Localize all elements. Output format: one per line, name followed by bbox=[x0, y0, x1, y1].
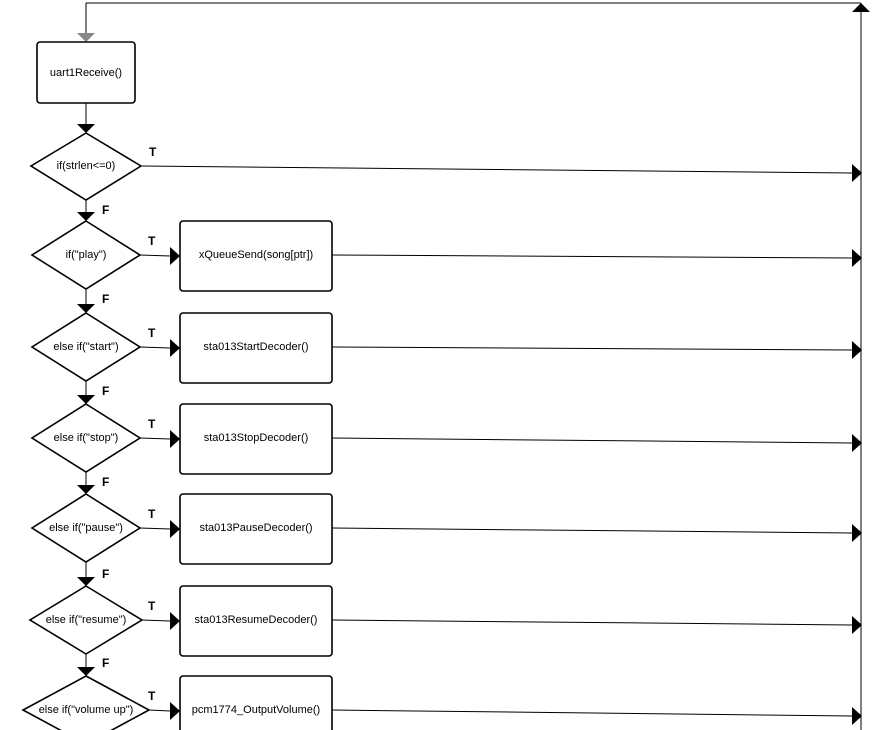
action-play-return-line bbox=[331, 254, 853, 259]
decision-resume-false-label: F bbox=[102, 656, 109, 670]
decision-start-true-label: T bbox=[148, 326, 156, 340]
start-process-node: uart1Receive() bbox=[36, 41, 136, 104]
decision-pause-true-arrowhead bbox=[170, 520, 180, 538]
decision-volume-up-true-arrowhead bbox=[170, 702, 180, 720]
action-stop-box bbox=[179, 403, 333, 475]
decision-volume-up-true-line bbox=[148, 709, 171, 712]
decision-volume-up-true-label: T bbox=[148, 689, 156, 703]
decision-play-label: if("play") bbox=[66, 249, 107, 261]
branch-volume-up: else if("volume up") Tpcm1774_OutputVolum… bbox=[21, 675, 862, 730]
action-volume-up-box bbox=[179, 675, 333, 730]
action-start-return-line bbox=[331, 346, 853, 351]
decision-stop-false-label: F bbox=[102, 475, 109, 489]
decision-resume-true-arrowhead bbox=[170, 612, 180, 630]
decision-start-false-label: F bbox=[102, 384, 109, 398]
decision-resume-true-label: T bbox=[148, 599, 156, 613]
decision-play-false-arrowhead bbox=[77, 304, 95, 313]
action-stop-return-line bbox=[331, 437, 853, 444]
decision-start-false-arrowhead bbox=[77, 395, 95, 404]
return-bus-arrowhead bbox=[852, 3, 870, 12]
decision-stop-true-label: T bbox=[148, 417, 156, 431]
decision-play-true-label: T bbox=[148, 234, 156, 248]
decision-start-true-arrowhead bbox=[170, 339, 180, 357]
action-pause-label: sta013PauseDecoder() bbox=[199, 522, 312, 534]
strlen-decision-label: if(strlen<=0) bbox=[57, 160, 116, 172]
decision-pause-true-line bbox=[139, 527, 171, 530]
decision-resume-false-arrowhead bbox=[77, 667, 95, 676]
action-pause-box bbox=[179, 493, 333, 565]
action-resume-label: sta013ResumeDecoder() bbox=[195, 614, 318, 626]
action-volume-up-return-arrowhead bbox=[852, 707, 862, 725]
decision-volume-up-label: else if("volume up") bbox=[39, 704, 134, 716]
action-stop-return-arrowhead bbox=[852, 434, 862, 452]
action-play-return-arrowhead bbox=[852, 249, 862, 267]
decision-stop-label: else if("stop") bbox=[54, 432, 119, 444]
action-stop-label: sta013StopDecoder() bbox=[204, 432, 309, 444]
start-to-decision-arrowhead bbox=[77, 124, 95, 133]
action-play-label: xQueueSend(song[ptr]) bbox=[199, 249, 313, 261]
action-resume-return-line bbox=[331, 619, 853, 626]
action-volume-up-return-line bbox=[331, 709, 853, 717]
decision-pause-false-label: F bbox=[102, 567, 109, 581]
strlen-true-line bbox=[140, 165, 853, 174]
decision-resume-label: else if("resume") bbox=[46, 614, 127, 626]
action-volume-up-label: pcm1774_OutputVolume() bbox=[192, 704, 320, 716]
entry-arrowhead bbox=[77, 33, 95, 42]
decision-pause-false-arrowhead bbox=[77, 577, 95, 586]
action-resume-box bbox=[179, 585, 333, 657]
start-process-label: uart1Receive() bbox=[50, 67, 122, 79]
decision-play-true-arrowhead bbox=[170, 247, 180, 265]
action-resume-return-arrowhead bbox=[852, 616, 862, 634]
decision-pause-true-label: T bbox=[148, 507, 156, 521]
action-pause-return-line bbox=[331, 527, 853, 534]
action-pause-return-arrowhead bbox=[852, 524, 862, 542]
decision-volume-up-diamond bbox=[21, 675, 151, 730]
decision-play-true-line bbox=[139, 254, 171, 257]
decision-stop-false-arrowhead bbox=[77, 485, 95, 494]
decision-stop-true-arrowhead bbox=[170, 430, 180, 448]
strlen-decision-node: if(strlen<=0) bbox=[29, 132, 143, 201]
decision-start-label: else if("start") bbox=[53, 341, 118, 353]
action-start-return-arrowhead bbox=[852, 341, 862, 359]
strlen-true-label: T bbox=[149, 145, 157, 159]
decision-stop-true-line bbox=[139, 437, 171, 440]
decision-start-true-line bbox=[139, 346, 171, 349]
action-start-box bbox=[179, 312, 333, 384]
strlen-true-arrowhead bbox=[852, 164, 862, 182]
action-play-box bbox=[179, 220, 333, 292]
strlen-false-arrowhead bbox=[77, 212, 95, 221]
decision-play-false-label: F bbox=[102, 292, 109, 306]
decision-pause-label: else if("pause") bbox=[49, 522, 123, 534]
decision-resume-true-line bbox=[141, 619, 171, 622]
strlen-false-label: F bbox=[102, 203, 109, 217]
action-start-label: sta013StartDecoder() bbox=[203, 341, 308, 353]
